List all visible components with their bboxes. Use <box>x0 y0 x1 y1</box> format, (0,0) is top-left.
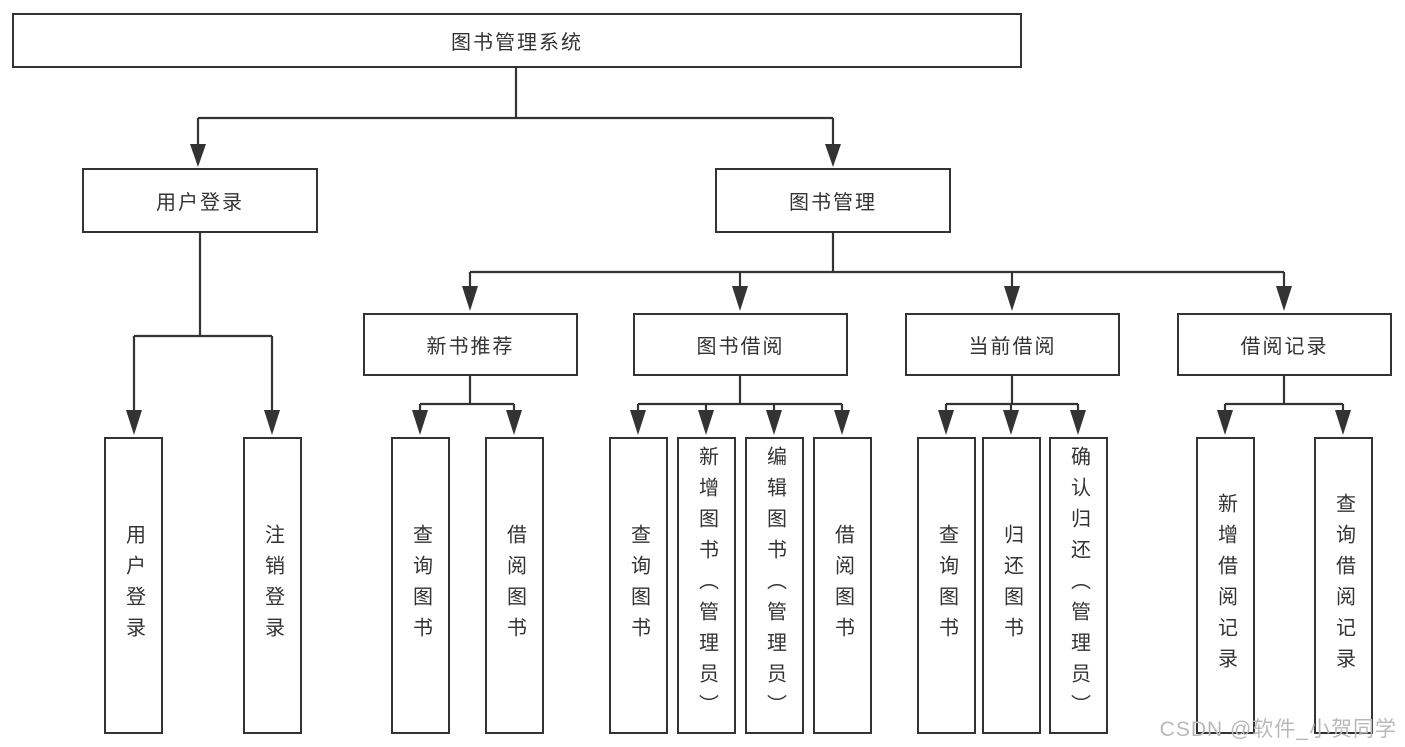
node-label: 新书推荐 <box>426 336 515 358</box>
node-label: 图书借阅 <box>696 336 785 358</box>
node-leaf-add-borrow-record: 新增借阅记录 <box>1196 437 1255 734</box>
node-label: 查询借阅记录 <box>1332 492 1355 679</box>
node-label: 借阅记录 <box>1240 336 1329 358</box>
node-label: 查询图书 <box>935 523 958 648</box>
node-label: 图书管理系统 <box>451 32 583 54</box>
node-label: 用户登录 <box>156 192 244 214</box>
node-label: 查询图书 <box>409 523 432 648</box>
node-library-management-system: 图书管理系统 <box>12 13 1022 68</box>
node-leaf-edit-book-admin: 编辑图书（管理员） <box>745 437 804 734</box>
node-leaf-query-borrow-record: 查询借阅记录 <box>1314 437 1373 734</box>
connector-root-to-level2 <box>190 68 841 167</box>
node-label: 用户登录 <box>122 523 145 648</box>
node-label: 查询图书 <box>627 523 650 648</box>
node-label: 注销登录 <box>261 523 284 648</box>
node-current-borrow: 当前借阅 <box>905 313 1120 376</box>
connector-current-borrow-to-leaves <box>938 376 1086 435</box>
node-label: 借阅图书 <box>831 523 854 648</box>
node-leaf-query-books-3: 查询图书 <box>917 437 976 734</box>
connector-new-book-to-leaves <box>412 376 522 435</box>
node-new-book-recommend: 新书推荐 <box>363 313 578 376</box>
node-leaf-query-books-1: 查询图书 <box>391 437 450 734</box>
node-leaf-logout: 注销登录 <box>243 437 302 734</box>
node-label: 确认归还（管理员） <box>1067 446 1090 725</box>
node-user-login: 用户登录 <box>82 168 318 233</box>
node-label: 当前借阅 <box>968 336 1057 358</box>
node-label: 借阅图书 <box>503 523 526 648</box>
connector-book-mgmt-to-level3 <box>462 233 1292 311</box>
node-leaf-query-books-2: 查询图书 <box>609 437 668 734</box>
node-leaf-return-book: 归还图书 <box>982 437 1041 734</box>
node-label: 新增借阅记录 <box>1214 492 1237 679</box>
node-label: 编辑图书（管理员） <box>763 446 786 725</box>
node-borrow-records: 借阅记录 <box>1177 313 1392 376</box>
connector-user-login-to-leaves <box>126 233 280 435</box>
node-label: 新增图书（管理员） <box>695 446 718 725</box>
connector-borrow-records-to-leaves <box>1217 376 1351 435</box>
node-leaf-confirm-return-admin: 确认归还（管理员） <box>1049 437 1108 734</box>
node-leaf-borrow-books-1: 借阅图书 <box>485 437 544 734</box>
node-label: 归还图书 <box>1000 523 1023 648</box>
node-leaf-add-book-admin: 新增图书（管理员） <box>677 437 736 734</box>
node-book-management: 图书管理 <box>715 168 951 233</box>
node-book-borrow: 图书借阅 <box>633 313 848 376</box>
node-label: 图书管理 <box>789 192 877 214</box>
connector-book-borrow-to-leaves <box>630 376 850 435</box>
csdn-watermark: CSDN @软件_小贺同学 <box>1159 718 1397 741</box>
node-leaf-user-login: 用户登录 <box>104 437 163 734</box>
node-leaf-borrow-books-2: 借阅图书 <box>813 437 872 734</box>
